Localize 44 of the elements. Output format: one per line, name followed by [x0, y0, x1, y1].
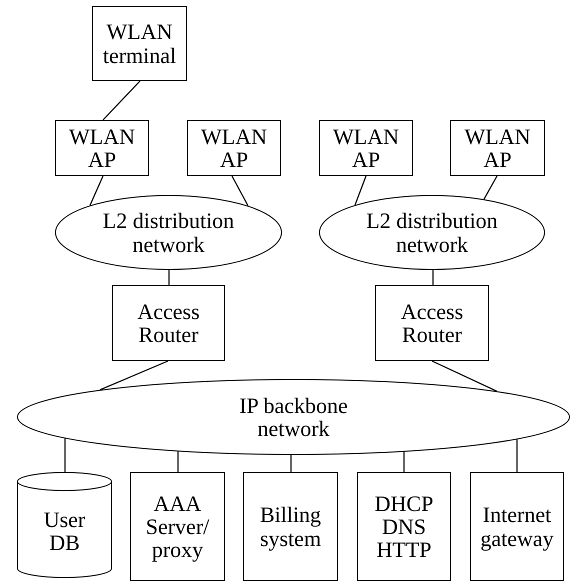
connector-line [100, 360, 168, 390]
connector-line [354, 176, 367, 206]
node-box [187, 120, 281, 176]
node-box [55, 120, 149, 176]
node-label: Billing system [258, 503, 322, 550]
connector-line [168, 270, 170, 285]
node-label: WLAN AP [464, 124, 532, 172]
node-box [130, 472, 225, 581]
node-box [470, 472, 564, 581]
node-box [243, 472, 338, 581]
network-ellipse [55, 195, 282, 270]
connector-line [177, 452, 179, 472]
network-ellipse [319, 195, 545, 270]
connector-line [102, 80, 140, 120]
node-label: WLAN AP [200, 124, 268, 172]
connector-line [516, 439, 518, 472]
node-box [375, 285, 489, 361]
network-ellipse [17, 379, 570, 455]
connector-line [290, 455, 292, 472]
node-label: L2 distribution network [102, 209, 236, 256]
node-label: WLAN terminal [102, 20, 178, 67]
node-label: WLAN AP [68, 124, 136, 172]
node-label: IP backbone network [238, 394, 349, 440]
connector-line [483, 176, 498, 200]
node-label: Access Router [400, 300, 464, 346]
connector-line [64, 438, 66, 472]
node-label: AAA Server/ proxy [144, 492, 210, 562]
database-cylinder [17, 472, 112, 578]
node-label: Internet gateway [479, 503, 555, 550]
connector-line [432, 360, 498, 392]
connector-line [89, 176, 104, 206]
node-label: Access Router [136, 300, 201, 346]
node-label: User DB [42, 508, 86, 554]
connector-line [432, 270, 434, 285]
connector-line [403, 452, 405, 472]
node-box [450, 120, 545, 176]
node-label: WLAN AP [332, 124, 400, 172]
node-box [357, 472, 451, 581]
node-box [112, 285, 225, 361]
node-label: L2 distribution network [365, 209, 499, 256]
node-box [319, 120, 413, 176]
connector-line [231, 176, 249, 206]
node-box [92, 6, 187, 81]
node-label: DHCP DNS HTTP [374, 492, 434, 562]
